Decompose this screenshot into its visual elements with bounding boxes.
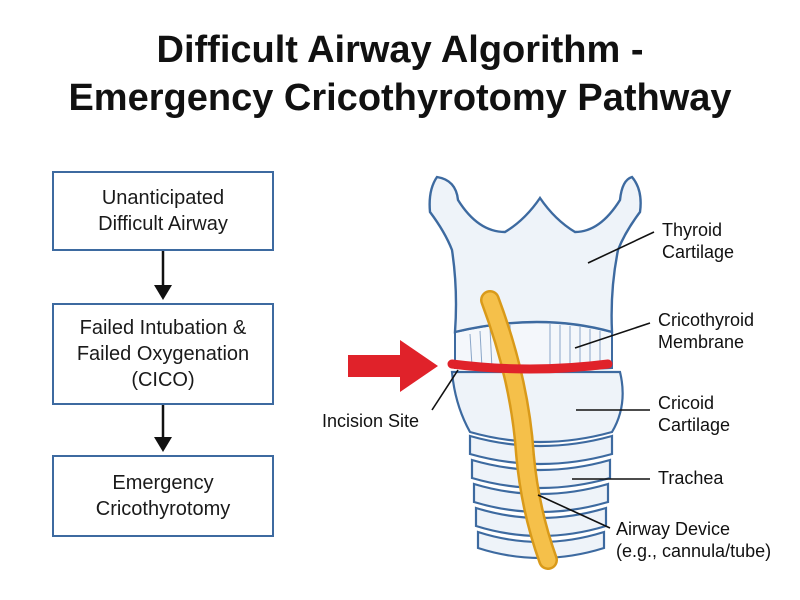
- title-line-1: Difficult Airway Algorithm -: [156, 29, 644, 71]
- cricothyroid-membrane: [454, 321, 613, 371]
- label-membrane-line-1: Cricothyroid: [658, 310, 755, 330]
- page-title: Difficult Airway Algorithm - Emergency C…: [0, 26, 800, 122]
- incision-band: [447, 359, 613, 374]
- cricoid-cartilage: [450, 370, 624, 444]
- label-cricoid-line-1: Cricoid: [658, 393, 715, 413]
- flow-step-2-line-2: Failed Oxygenation: [76, 343, 250, 365]
- thyroid-cartilage: [428, 175, 642, 334]
- label-membrane-line-2: Membrane: [658, 332, 745, 352]
- flow-step-unanticipated-difficult-airway: Unanticipated Difficult Airway: [52, 171, 274, 251]
- airway-device-tube: [480, 290, 558, 570]
- label-cricoid-line-2: Cartilage: [658, 415, 731, 435]
- label-device-line-2: (e.g., cannula/tube): [616, 541, 772, 561]
- flow-step-3-line-1: Emergency: [112, 472, 214, 494]
- label-device-line-1: Airway Device: [616, 519, 731, 539]
- flow-step-emergency-cricothyrotomy: Emergency Cricothyrotomy: [52, 455, 274, 537]
- label-trachea: Trachea: [658, 468, 724, 488]
- label-thyroid-line-1: Thyroid: [662, 220, 723, 240]
- label-cricothyroid-membrane: Cricothyroid Membrane: [658, 309, 754, 353]
- label-cricoid-cartilage: Cricoid Cartilage: [658, 392, 730, 436]
- flow-step-1-line-1: Unanticipated: [101, 187, 225, 209]
- flow-step-2-line-3: (CICO): [131, 369, 195, 391]
- title-line-2: Emergency Cricothyrotomy Pathway: [68, 77, 732, 119]
- label-thyroid-line-2: Cartilage: [662, 242, 735, 262]
- flow-step-2-line-1: Failed Intubation &: [79, 317, 247, 339]
- label-incision-site: Incision Site: [322, 411, 420, 431]
- leader-lines: [431, 231, 655, 529]
- arrow-down-icon: [154, 251, 172, 300]
- label-thyroid-cartilage: Thyroid Cartilage: [662, 219, 734, 263]
- flow-step-1-line-2: Difficult Airway: [98, 213, 228, 235]
- flow-step-failed-intubation-oxygenation: Failed Intubation & Failed Oxygenation (…: [52, 303, 274, 405]
- arrow-right-icon: [348, 340, 438, 392]
- label-airway-device: Airway Device (e.g., cannula/tube): [616, 518, 771, 562]
- flow-step-3-line-2: Cricothyrotomy: [95, 498, 231, 520]
- arrow-down-icon: [154, 405, 172, 452]
- trachea-rings: [468, 434, 614, 560]
- airway-device-tube-inner: [482, 292, 556, 568]
